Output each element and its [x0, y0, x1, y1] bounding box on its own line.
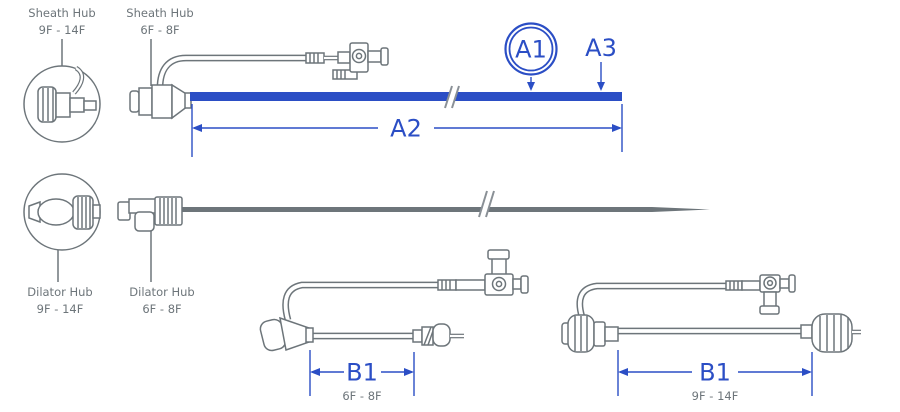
- arrowhead-down: [527, 82, 535, 91]
- sheath-hub-detail-circle: [23, 65, 101, 143]
- sheath-hub-6f8f: [129, 83, 192, 120]
- label-size: 6F - 8F: [140, 23, 179, 37]
- label-dilator-hub-6f8f: Dilator Hub 6F - 8F: [129, 285, 194, 316]
- hub-stub-tip: [83, 100, 97, 111]
- dilator-hub-9f14f: [800, 313, 861, 353]
- dilator-device: [117, 190, 710, 282]
- label-sheath-hub-6f8f: Sheath Hub 6F - 8F: [126, 6, 194, 86]
- stopcock: [332, 42, 389, 80]
- break-mark: [478, 190, 495, 218]
- dim-b1-left: B1 6F - 8F: [309, 350, 415, 403]
- tube-connector: [305, 52, 325, 64]
- label-text: Sheath Hub: [126, 6, 193, 20]
- stopcock: [741, 274, 796, 315]
- dim-a3-text: A3: [585, 34, 617, 62]
- arrowhead-right: [612, 124, 622, 132]
- sheath-shaft-bar: [190, 85, 622, 109]
- dim-a3-callout: A3: [585, 34, 617, 91]
- arrowhead-left: [618, 368, 628, 376]
- arrowhead-right: [404, 368, 414, 376]
- dilator-hub-detail-circle: [23, 173, 101, 282]
- dim-b1-text: B1: [346, 359, 378, 387]
- dim-b1-text: B1: [699, 359, 731, 387]
- arrowhead-left: [310, 368, 320, 376]
- label-text: Sheath Hub: [28, 6, 95, 20]
- dim-b1-size: 9F - 14F: [692, 389, 739, 403]
- sheath-device: [129, 42, 389, 120]
- arrowhead-down: [597, 82, 605, 91]
- break-mark: [444, 85, 460, 109]
- dilator-hub-connector: [412, 323, 464, 347]
- stopcock-valve: [351, 48, 367, 64]
- stopcock-valve: [763, 276, 777, 290]
- dim-a1-callout: A1: [504, 22, 558, 91]
- hub-body: [55, 92, 71, 118]
- dilator-shaft-tip: [652, 207, 710, 212]
- label-size: 6F - 8F: [142, 302, 181, 316]
- dilator-shaft: [180, 207, 652, 212]
- dilator-hub-6f8f: [117, 196, 183, 232]
- dilator-bulb: [37, 198, 75, 226]
- stopcock-valve: [491, 276, 507, 292]
- label-size: 9F - 14F: [37, 302, 84, 316]
- dim-a2-text: A2: [390, 115, 422, 143]
- label-size: 9F - 14F: [39, 23, 86, 37]
- dim-b1-size: 6F - 8F: [342, 389, 381, 403]
- label-text: Dilator Hub: [129, 285, 194, 299]
- dim-a2: A2: [191, 104, 623, 157]
- dim-b1-right: B1 9F - 14F: [617, 350, 813, 403]
- assembly-6f8f: B1 6F - 8F: [259, 249, 529, 403]
- stopcock: [455, 249, 529, 296]
- arrowhead-right: [802, 368, 812, 376]
- assembly-9f14f: B1 9F - 14F: [561, 274, 861, 403]
- label-sheath-hub-9f14f: Sheath Hub 9F - 14F: [28, 6, 96, 66]
- label-text: Dilator Hub: [27, 285, 92, 299]
- hub-stub: [69, 97, 85, 113]
- arrowhead-left: [192, 124, 202, 132]
- dilator-tip: [28, 200, 41, 224]
- label-dilator-hub-9f14f: Dilator Hub 9F - 14F: [27, 285, 92, 316]
- sheath-hub-9f14f: [561, 314, 619, 353]
- sheath-hub-angled: [259, 316, 314, 352]
- dim-a1-text: A1: [515, 36, 547, 64]
- tube-connector: [437, 279, 457, 291]
